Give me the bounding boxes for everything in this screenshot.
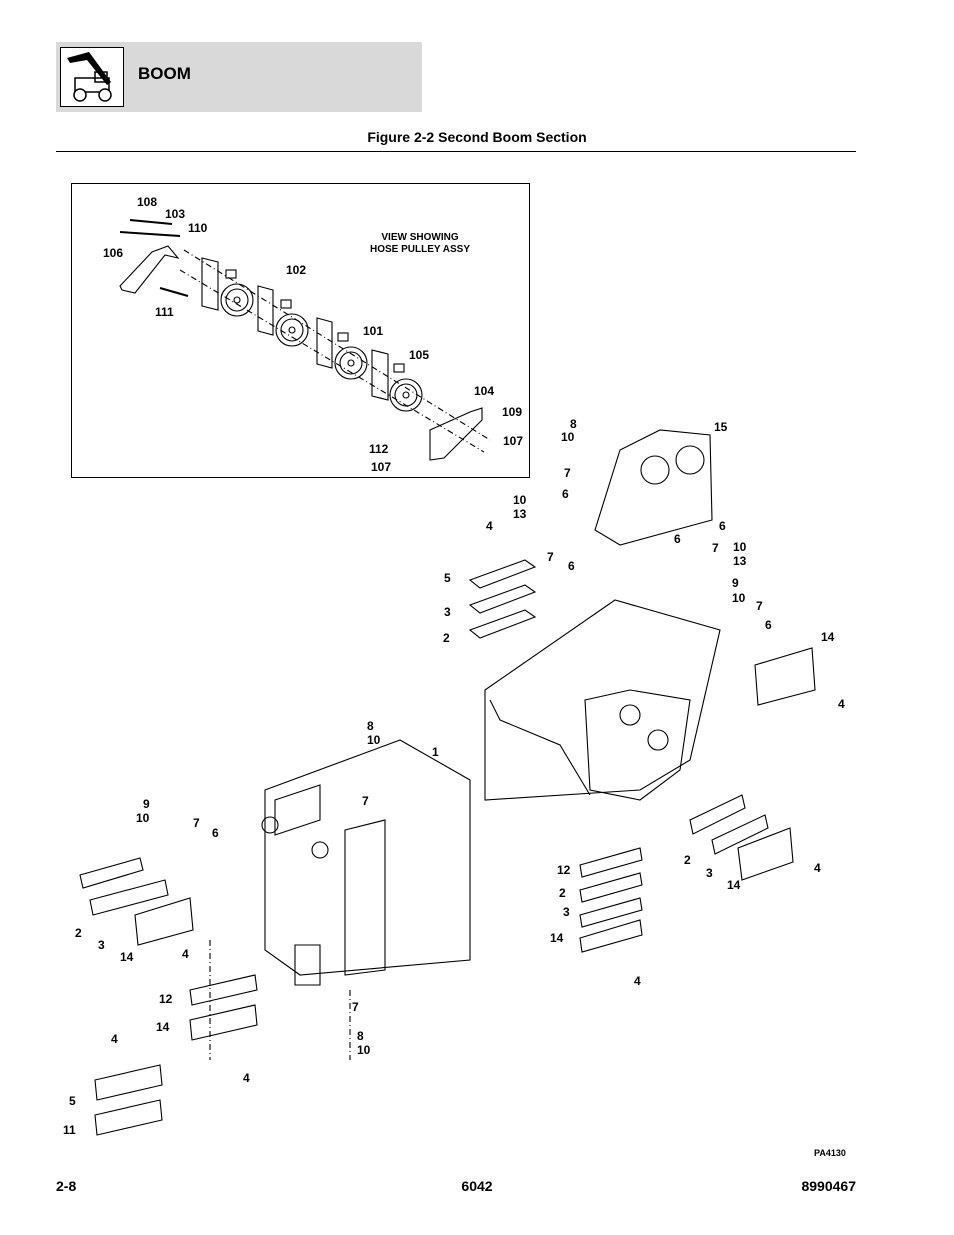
callout-main-8: 4 xyxy=(486,519,493,533)
telehandler-icon xyxy=(60,47,124,107)
figure-title: Figure 2-2 Second Boom Section xyxy=(367,129,587,145)
inset-caption: VIEW SHOWING HOSE PULLEY ASSY xyxy=(340,232,500,256)
callout-main-16: 5 xyxy=(444,571,451,585)
callout-main-27: 1 xyxy=(432,745,439,759)
callout-main-4: 7 xyxy=(564,466,571,480)
callout-main-22: 2 xyxy=(443,631,450,645)
callout-main-18: 10 xyxy=(732,591,746,605)
callout-106: 106 xyxy=(103,246,124,260)
boom-section-upper xyxy=(468,429,816,953)
callout-110: 110 xyxy=(188,221,208,235)
callout-main-47: 14 xyxy=(156,1020,170,1034)
callout-main-12: 6 xyxy=(674,532,681,546)
callout-104: 104 xyxy=(474,384,495,398)
callout-main-41: 4 xyxy=(634,974,641,988)
callout-main-48: 7 xyxy=(352,1000,359,1014)
callout-main-9: 7 xyxy=(547,550,554,564)
callout-105: 105 xyxy=(409,348,430,362)
callout-main-31: 7 xyxy=(193,816,200,830)
callout-main-17: 9 xyxy=(732,576,739,590)
callout-main-38: 2 xyxy=(559,886,566,900)
inset-caption-line-2: HOSE PULLEY ASSY xyxy=(369,244,471,255)
callout-main-14: 10 xyxy=(733,540,747,554)
drawing-reference: PA4130 xyxy=(814,1148,846,1158)
callout-main-43: 3 xyxy=(98,938,105,952)
title-divider xyxy=(56,151,856,152)
callout-main-26: 10 xyxy=(367,733,381,747)
callout-main-7: 13 xyxy=(513,507,527,521)
callout-103: 103 xyxy=(165,207,186,221)
callout-main-5: 6 xyxy=(562,487,569,501)
inset-caption-line-1: VIEW SHOWING xyxy=(381,232,459,243)
callout-main-10: 6 xyxy=(568,559,575,573)
callout-main-49: 8 xyxy=(357,1029,364,1043)
callout-101: 101 xyxy=(363,324,384,338)
callout-109: 109 xyxy=(502,405,523,419)
callout-main-24: 4 xyxy=(838,697,845,711)
inset-view-frame xyxy=(71,183,530,478)
callout-main-2: 10 xyxy=(561,430,575,444)
callout-main-51: 4 xyxy=(111,1032,118,1046)
callout-main-53: 5 xyxy=(69,1094,76,1108)
callout-main-20: 6 xyxy=(765,618,772,632)
section-title: BOOM xyxy=(138,64,191,83)
callout-main-25: 8 xyxy=(367,719,374,733)
telehandler-icon-graphic xyxy=(67,52,112,102)
callout-main-19: 7 xyxy=(756,599,763,613)
callout-111: 111 xyxy=(155,305,174,319)
callout-main-29: 9 xyxy=(143,797,150,811)
inset-pulley-assembly xyxy=(119,219,491,461)
callout-main-30: 10 xyxy=(136,811,150,825)
callout-107-left: 107 xyxy=(371,460,392,474)
model-number: 6042 xyxy=(461,1178,493,1194)
boom-section-lower xyxy=(79,739,471,1136)
callout-102: 102 xyxy=(286,263,307,277)
manual-part-number: 8990467 xyxy=(801,1178,856,1194)
callout-main-15: 13 xyxy=(733,554,747,568)
callout-main-33: 2 xyxy=(684,853,691,867)
callout-main-13: 7 xyxy=(712,541,719,555)
callout-main-3: 15 xyxy=(714,420,728,434)
page-number: 2-8 xyxy=(56,1178,77,1194)
callout-main-37: 12 xyxy=(557,863,571,877)
callout-main-23: 14 xyxy=(821,630,835,644)
callout-112: 112 xyxy=(369,442,389,456)
callout-main-44: 14 xyxy=(120,950,134,964)
callout-main-45: 4 xyxy=(182,947,189,961)
callout-main-1: 8 xyxy=(570,417,577,431)
callout-main-39: 3 xyxy=(563,905,570,919)
callout-main-35: 14 xyxy=(727,878,741,892)
callout-108: 108 xyxy=(137,195,158,209)
callout-main-54: 11 xyxy=(63,1123,76,1137)
callout-main-36: 4 xyxy=(814,861,821,875)
callout-main-32: 6 xyxy=(212,826,219,840)
callout-107-right: 107 xyxy=(503,434,524,448)
callout-main-52: 4 xyxy=(243,1071,250,1085)
callout-main-6: 10 xyxy=(513,493,527,507)
callout-main-46: 12 xyxy=(159,992,173,1006)
callout-main-50: 10 xyxy=(357,1043,371,1057)
callout-main-34: 3 xyxy=(706,866,713,880)
callout-main-11: 6 xyxy=(719,519,726,533)
callout-main-21: 3 xyxy=(444,605,451,619)
callout-main-28: 7 xyxy=(362,794,369,808)
callout-main-42: 2 xyxy=(75,926,82,940)
callout-main-40: 14 xyxy=(550,931,564,945)
